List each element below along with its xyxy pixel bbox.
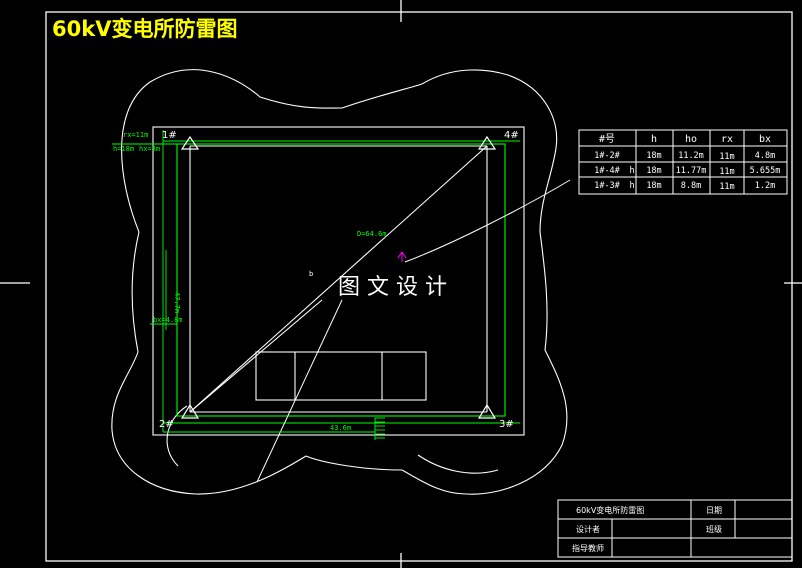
rod-1-marker [180, 135, 200, 150]
dimension-lines [112, 143, 385, 440]
substation-fence [152, 126, 525, 436]
horizontal-dimension: 43.6m [330, 424, 351, 432]
table-row-2-id: 1#-4# [594, 166, 620, 176]
rod-2-marker [180, 403, 200, 419]
table-row-2-h: 18m [646, 166, 661, 176]
table-row-3-h: 18m [646, 181, 661, 191]
center-marker [397, 251, 407, 262]
rod-4-marker [477, 135, 497, 150]
b-annotation: b [309, 270, 313, 278]
table-row-1-h: 18m [646, 151, 661, 161]
table-row-1-bx: 4.8m [755, 151, 775, 161]
table-row-3-rx: 11m [719, 182, 734, 192]
table-header-bx: bx [759, 134, 771, 145]
table-row-2-ho: 11.77m [676, 166, 707, 176]
table-row-3-ho: 8.8m [681, 181, 701, 191]
table-row-2-extra: h [629, 166, 634, 176]
table-row-3-extra: h [629, 181, 634, 191]
parameter-table: #号 h ho rx bx 1#-2# 18m 11.2m 11m 4.8m 1… [578, 129, 788, 195]
table-row-2-bx: 5.655m [750, 166, 781, 176]
title-block-class-label: 班级 [706, 524, 722, 534]
table-row-3-id: 1#-3# [594, 181, 620, 191]
yard-boundary [176, 143, 506, 417]
table-row-3-bx: 1.2m [755, 181, 775, 191]
diagonal-annotation: D=64.6m [357, 230, 387, 238]
table-row-2-rx: 11m [719, 167, 734, 177]
table-row-1-id: 1#-2# [594, 151, 620, 161]
hx-annotation: hx=8m [139, 145, 160, 153]
table-header-rx: rx [721, 134, 733, 145]
rod-4-label: 4# [504, 130, 519, 141]
title-block-drawing-name: 60kV变电所防雷图 [576, 505, 644, 515]
rx-annotation: rx=11m [123, 131, 148, 139]
watermark-text: 图 文 设 计 [338, 275, 447, 300]
table-header-h: h [651, 134, 657, 145]
rod-3-label: 3# [499, 419, 514, 430]
lightning-rods [180, 135, 497, 419]
rod-1-label: 1# [162, 130, 177, 141]
table-header-id: #号 [599, 133, 615, 145]
rod-3-marker [477, 403, 497, 419]
table-header-ho: ho [685, 134, 697, 145]
equipment-building [255, 351, 427, 401]
h-annotation: h=18m [113, 145, 134, 153]
title-block: 60kV变电所防雷图 日期 设计者 班级 指导教师 [557, 499, 793, 558]
table-row-1-rx: 11m [719, 152, 734, 162]
title-block-advisor-label: 指导教师 [572, 543, 604, 553]
drawing-title: 60kV变电所防雷图 [52, 17, 237, 41]
title-block-date-label: 日期 [706, 506, 722, 515]
rod-2-label: 2# [159, 419, 174, 430]
vertical-dimension: 47.7m [173, 292, 181, 313]
leader-lines [256, 179, 571, 483]
bx-annotation: bx=4.8m [153, 316, 183, 324]
title-block-designer-label: 设计者 [576, 524, 600, 534]
table-row-1-ho: 11.2m [678, 151, 704, 161]
